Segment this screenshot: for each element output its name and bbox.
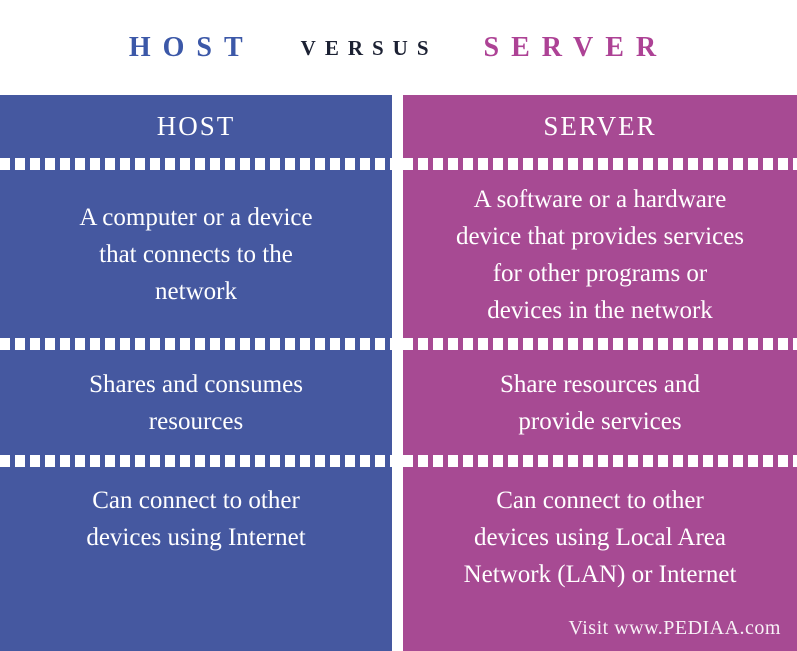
host-row-definition: A computer or a device that connects to … xyxy=(79,204,313,305)
page-title: HOST VERSUS SERVER xyxy=(0,0,797,95)
host-row-resources: Shares and consumes resources xyxy=(89,371,303,435)
host-column-header: HOST xyxy=(156,111,236,141)
host-divider-3 xyxy=(0,455,392,467)
server-row-definition: A software or a hardware device that pro… xyxy=(455,185,745,324)
server-column-header: SERVER xyxy=(543,111,657,141)
title-server: SERVER xyxy=(483,31,669,63)
server-column: SERVER A software or a hardware device t… xyxy=(403,95,797,651)
attribution-text: Visit www.PEDIAA.com xyxy=(568,617,781,639)
server-divider-3 xyxy=(403,455,797,467)
host-divider-1 xyxy=(0,158,392,170)
server-row-connectivity: Can connect to other devices using Local… xyxy=(463,487,737,588)
server-divider-1 xyxy=(403,158,797,170)
server-divider-2 xyxy=(403,338,797,350)
host-column: HOST A computer or a device that connect… xyxy=(0,95,392,651)
host-divider-2 xyxy=(0,338,392,350)
server-row-resources: Share resources and provide services xyxy=(500,371,700,435)
host-row-connectivity: Can connect to other devices using Inter… xyxy=(86,487,306,551)
title-versus: VERSUS xyxy=(300,36,438,60)
title-host: HOST xyxy=(128,31,255,63)
